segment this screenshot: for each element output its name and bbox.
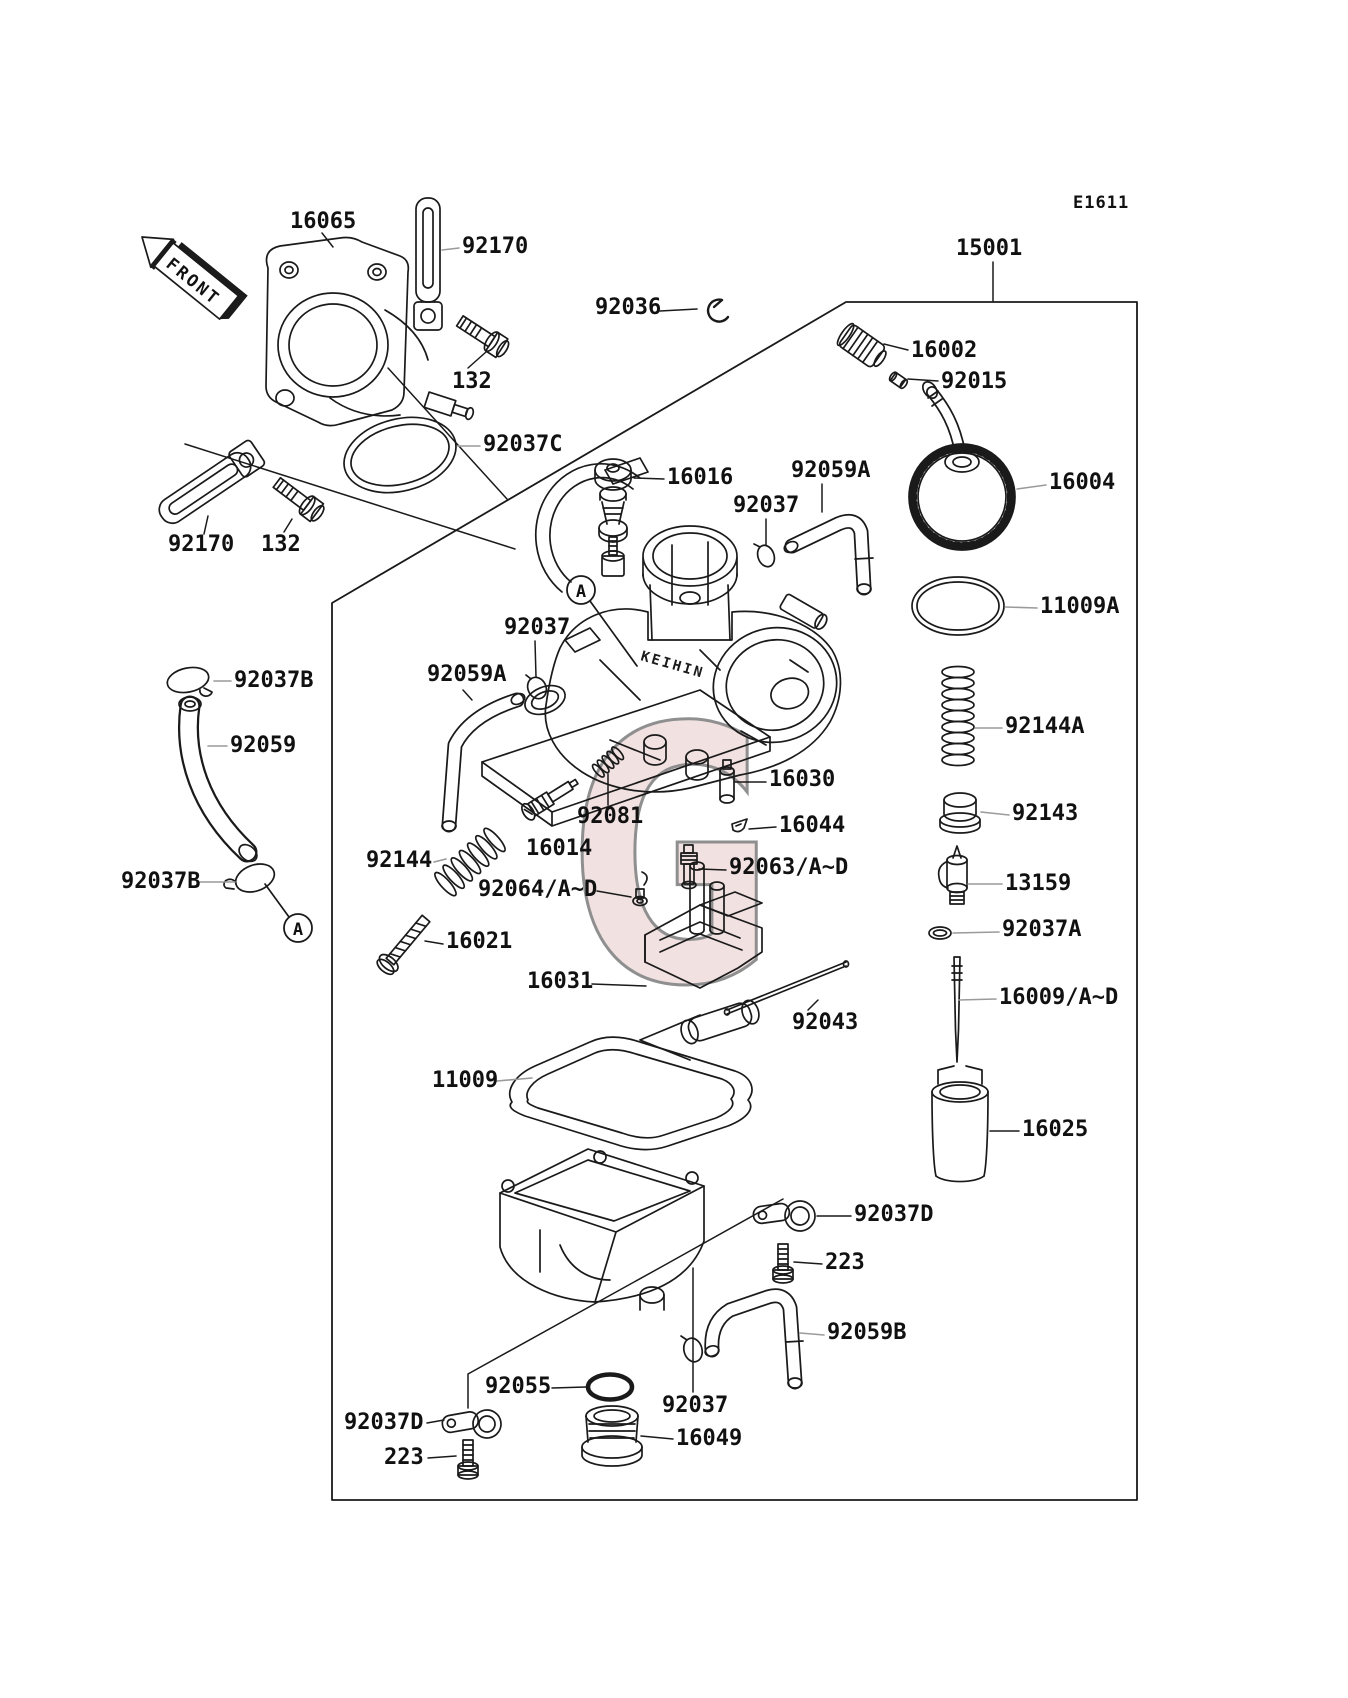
part-label-15001: 15001 — [956, 236, 1023, 261]
part-92037B-top-clamp-icon — [166, 666, 213, 697]
part-label-92037-bottom: 92037 — [662, 1393, 729, 1418]
detail-marker-a-top: A — [566, 575, 638, 667]
part-92037A-oring-icon — [928, 926, 952, 940]
part-label-16044: 16044 — [779, 813, 846, 838]
leader-lines — [203, 232, 1020, 1459]
part-label-92170-lower: 92170 — [168, 532, 235, 557]
part-label-92170-top: 92170 — [462, 234, 529, 259]
part-92059B-hose-icon — [704, 1288, 804, 1390]
part-16030-icon — [719, 759, 735, 804]
watermark-g-letter: G — [562, 654, 774, 1064]
part-label-92055: 92055 — [485, 1374, 552, 1399]
float-bowl-drawing — [499, 1148, 705, 1311]
part-16065-icon — [265, 236, 429, 427]
part-92037-upper-clip-icon — [753, 543, 776, 568]
part-92059-hose-icon — [177, 695, 258, 863]
part-16025-cup-icon — [931, 1065, 989, 1183]
part-label-92064: 92064/A~D — [478, 877, 598, 902]
part-11009A-oring-icon — [911, 576, 1005, 636]
part-92144-spring-icon — [434, 827, 506, 897]
part-92170-lower-icon — [158, 439, 266, 525]
part-label-16016: 16016 — [667, 465, 734, 490]
part-label-16004: 16004 — [1049, 470, 1116, 495]
part-label-132-top: 132 — [452, 369, 492, 394]
part-label-132-lower: 132 — [261, 532, 301, 557]
part-label-92015: 92015 — [941, 369, 1008, 394]
part-label-16065: 16065 — [290, 209, 357, 234]
part-16021-screw-icon — [376, 914, 431, 976]
part-92036-icon — [706, 298, 730, 323]
part-label-11009A: 11009A — [1040, 594, 1120, 619]
front-direction-arrow: FRONT — [141, 236, 248, 320]
part-16004-cap-icon — [908, 443, 1016, 551]
part-label-92037-mid: 92037 — [504, 615, 571, 640]
part-label-16025: 16025 — [1022, 1117, 1089, 1142]
svg-text:A: A — [293, 920, 303, 940]
assembly-boundary-box — [331, 301, 1138, 1501]
part-label-92037C: 92037C — [483, 432, 563, 457]
part-label-92043: 92043 — [792, 1010, 859, 1035]
part-label-92063: 92063/A~D — [729, 855, 849, 880]
part-label-16021: 16021 — [446, 929, 513, 954]
part-92037-mid-clip-icon — [525, 674, 548, 700]
part-label-92037B-top: 92037B — [234, 668, 314, 693]
part-label-92059B: 92059B — [827, 1320, 907, 1345]
part-label-92059A-right: 92059A — [791, 458, 871, 483]
part-11009-gasket-icon — [508, 1036, 753, 1151]
part-92170-top-icon — [413, 197, 443, 331]
part-92144A-spring-icon — [941, 665, 975, 767]
part-16002-adjuster-icon — [836, 322, 887, 368]
part-label-223-left: 223 — [384, 1445, 424, 1470]
part-223-left-screw-icon — [457, 1439, 479, 1480]
diagram-code: E1611 — [1073, 193, 1130, 213]
part-92064-icon — [632, 871, 648, 907]
part-label-92037A: 92037A — [1002, 917, 1082, 942]
part-label-92059A-left: 92059A — [427, 662, 507, 687]
part-92037D-top-bracket-icon — [752, 1200, 816, 1232]
part-label-92143: 92143 — [1012, 801, 1079, 826]
part-label-16030: 16030 — [769, 767, 836, 792]
part-label-92081: 92081 — [577, 804, 644, 829]
part-label-16002: 16002 — [911, 338, 978, 363]
part-92063-pilot-jet-icon — [680, 844, 698, 890]
part-label-92059: 92059 — [230, 733, 297, 758]
part-label-11009: 11009 — [432, 1068, 499, 1093]
part-16009-jet-needle-icon — [951, 956, 963, 1063]
part-label-16014: 16014 — [526, 836, 593, 861]
part-92143-icon — [939, 792, 981, 834]
part-13159-needle-valve-icon — [937, 845, 968, 905]
part-label-16049: 16049 — [676, 1426, 743, 1451]
part-223-right-screw-icon — [772, 1243, 794, 1284]
part-92037-bottom-clamp-icon — [680, 1335, 704, 1363]
part-label-92037D-top: 92037D — [854, 1202, 934, 1227]
part-label-92144A: 92144A — [1005, 714, 1085, 739]
part-16016-icon — [594, 458, 632, 577]
part-label-92037-upper: 92037 — [733, 493, 800, 518]
part-label-92036: 92036 — [595, 295, 662, 320]
svg-text:A: A — [576, 582, 586, 602]
part-label-92037D-bottom: 92037D — [344, 1410, 424, 1435]
detail-marker-a-bottom: A — [264, 883, 313, 943]
part-16049-drain-plug-icon — [581, 1405, 643, 1467]
leader-dashes — [199, 247, 1047, 1336]
part-92037C-icon — [343, 391, 475, 494]
part-16014-needle-jet-icon — [521, 778, 579, 821]
part-label-92144: 92144 — [366, 848, 433, 873]
part-132-top-icon — [455, 315, 510, 359]
part-92015-locknut-icon — [888, 371, 909, 390]
part-92055-oring-icon — [585, 1372, 635, 1402]
part-label-16031: 16031 — [527, 969, 594, 994]
part-label-92037B-bottom: 92037B — [121, 869, 201, 894]
part-label-13159: 13159 — [1005, 871, 1072, 896]
part-132-lower-icon — [272, 476, 325, 523]
part-92059A-right-hose-icon — [783, 513, 874, 596]
part-92037D-bottom-bracket-icon — [441, 1409, 502, 1439]
part-label-223-right: 223 — [825, 1250, 865, 1275]
part-92059A-left-hose-icon — [441, 692, 526, 833]
part-16044-icon — [731, 818, 748, 833]
part-label-16009: 16009/A~D — [999, 985, 1119, 1010]
part-92081-spring-icon — [591, 746, 625, 778]
